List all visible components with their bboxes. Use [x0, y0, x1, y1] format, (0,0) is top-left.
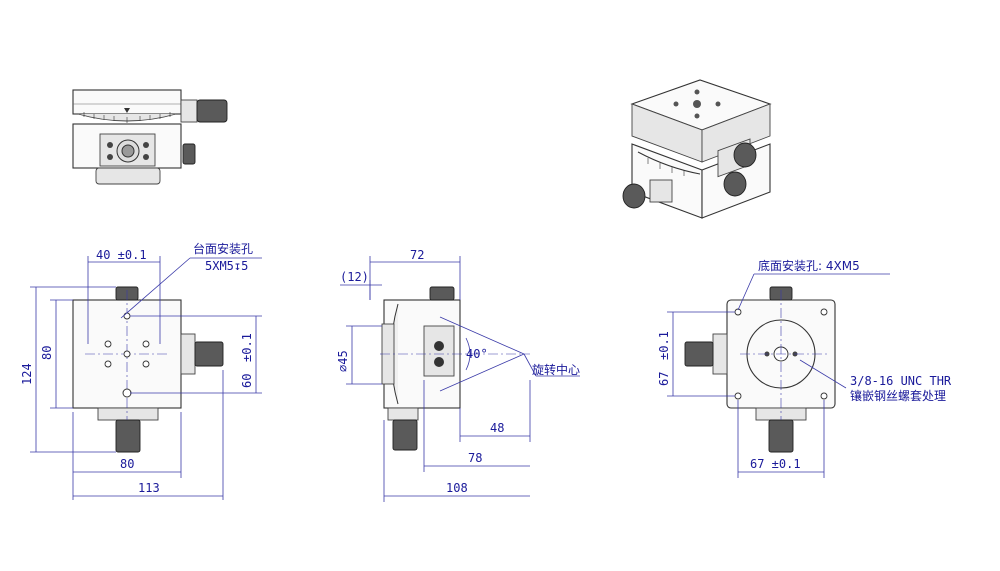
- bottom-view: 底面安装孔: 4XM5 3/8-16 UNC THR 镶嵌钢丝螺套处理 67 ±…: [657, 258, 952, 478]
- dim-72: 72: [410, 248, 424, 262]
- dim-124: 124: [20, 363, 34, 385]
- top-hole-title: 台面安装孔: [193, 241, 253, 256]
- dim-67-vertical: 67: [657, 372, 671, 386]
- top-hole-spec: 5XM5↧5: [205, 259, 248, 273]
- dim-60: 60: [240, 374, 254, 388]
- dim-40: 40 ±0.1: [96, 248, 147, 262]
- dim-12: (12): [340, 270, 369, 284]
- dim-dia45: ⌀45: [336, 350, 350, 372]
- plan-view: 40 ±0.1 台面安装孔 5XM5↧5 80 124 60 ±0.1 80 1…: [20, 241, 262, 500]
- dim-67-horizontal: 67 ±0.1: [750, 457, 801, 471]
- dim-67-vertical-tol: ±0.1: [657, 331, 671, 360]
- rotation-center-label: 旋转中心: [532, 362, 580, 377]
- dim-113: 113: [138, 481, 160, 495]
- side-view: 40° 72 (12) ⌀45 旋转中心 48 78 108: [336, 248, 580, 502]
- dim-48: 48: [490, 421, 504, 435]
- front-elevation-thumbnail: [72, 89, 228, 185]
- base-holes-label: 底面安装孔: 4XM5: [758, 258, 860, 273]
- dim-80-vertical: 80: [40, 346, 54, 360]
- dim-78: 78: [468, 451, 482, 465]
- dim-108: 108: [446, 481, 468, 495]
- thread-insert-note: 镶嵌钢丝螺套处理: [850, 388, 946, 403]
- dim-80-horizontal: 80: [120, 457, 134, 471]
- angle-40: 40°: [466, 347, 488, 361]
- isometric-view: [622, 79, 772, 219]
- thread-spec: 3/8-16 UNC THR: [850, 374, 952, 388]
- dim-60-tol: ±0.1: [240, 333, 254, 362]
